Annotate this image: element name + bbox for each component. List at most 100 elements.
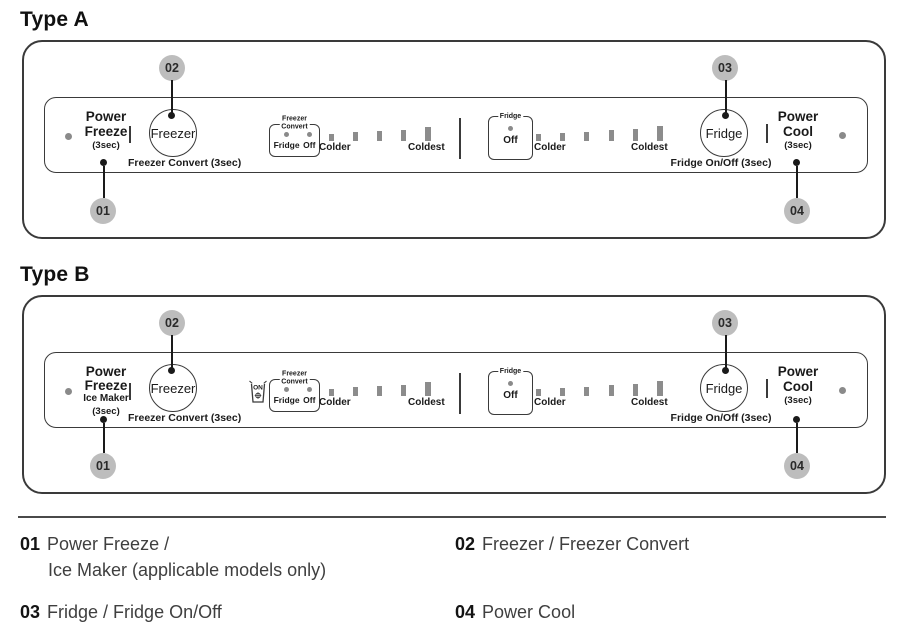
- power-cool-led: [839, 132, 846, 139]
- callout-03: 03: [712, 310, 738, 336]
- legend-text-02: Freezer / Freezer Convert: [482, 534, 690, 554]
- legend-text-03: Fridge / Fridge On/Off: [47, 602, 222, 622]
- fridge-off-option: Off: [489, 117, 532, 146]
- fridge-coldest-label: Coldest: [631, 142, 668, 153]
- option-off-label: Off: [303, 395, 316, 405]
- freezer-convert-label: Freezer Convert (3sec): [128, 157, 242, 169]
- power-freeze-led: [65, 388, 72, 395]
- legend-text-01b: Ice Maker (applicable models only): [48, 560, 327, 580]
- temp-level-bar: [425, 382, 431, 396]
- callout-02: 02: [159, 310, 185, 336]
- type-b-control-panel: Power Freeze Ice Maker (3sec) Freezer Fr…: [44, 352, 868, 428]
- temp-level-bar: [536, 389, 541, 396]
- callout-04: 04: [784, 453, 810, 479]
- legend-num-02: 02: [455, 534, 476, 554]
- callout-01-line: [103, 166, 105, 198]
- legend-item-01: 01 Power Freeze /: [20, 534, 169, 555]
- callout-02-line: [171, 335, 173, 370]
- freezer-colder-label: Colder: [319, 397, 351, 408]
- power-cool-line2: Cool: [783, 379, 813, 394]
- temp-level-bar: [656, 126, 663, 141]
- callout-02-anchor: [168, 367, 175, 374]
- separator-bar: [766, 379, 768, 398]
- temp-level-bar: [329, 389, 334, 396]
- callout-04-line: [796, 166, 798, 198]
- ice-maker-icon: ON: [249, 380, 267, 403]
- power-cool-sec: (3sec): [784, 395, 812, 406]
- freezer-coldest-label: Coldest: [408, 142, 445, 153]
- fridge-off-led: [508, 126, 513, 131]
- power-cool-line1: Power: [777, 364, 819, 379]
- freezer-convert-box: Freezer Convert Fridge Off: [269, 370, 320, 412]
- callout-01: 01: [90, 198, 116, 224]
- power-freeze-led: [65, 133, 72, 140]
- temp-level-bar: [560, 133, 566, 141]
- separator-bar: [129, 126, 131, 143]
- legend-text-01: Power Freeze /: [47, 534, 170, 554]
- type-a-title: Type A: [20, 8, 89, 31]
- callout-03-anchor: [722, 367, 729, 374]
- callout-02-line: [171, 80, 173, 115]
- fridge-colder-label: Colder: [534, 142, 566, 153]
- fridge-off-box: Fridge Off: [488, 112, 533, 160]
- off-mode-led: [306, 132, 312, 137]
- temp-level-bar: [608, 130, 614, 141]
- freezer-convert-box: Freezer Convert Fridge Off: [269, 115, 320, 157]
- freezer-coldest-label: Coldest: [408, 397, 445, 408]
- callout-04: 04: [784, 198, 810, 224]
- legend-line2: Convert: [281, 378, 308, 386]
- fridge-temp-bars: [536, 125, 663, 141]
- fridge-mode-led: [284, 132, 290, 137]
- legend-num-01: 01: [20, 534, 41, 554]
- temp-level-bar: [329, 134, 334, 141]
- option-fridge: Fridge: [274, 132, 300, 150]
- callout-01-anchor: [100, 416, 107, 423]
- power-freeze-label: Power Freeze Ice Maker (3sec): [70, 365, 142, 417]
- callout-02: 02: [159, 55, 185, 81]
- power-freeze-line2: Freeze: [84, 124, 128, 139]
- callout-01: 01: [90, 453, 116, 479]
- temp-level-bar: [425, 127, 431, 141]
- power-cool-line1: Power: [777, 109, 819, 124]
- legend-line1: Freezer: [282, 370, 307, 378]
- callout-04-line: [796, 423, 798, 453]
- type-a-control-panel: Power Freeze (3sec) Freezer Freezer Conv…: [44, 97, 868, 173]
- callout-03-anchor: [722, 112, 729, 119]
- temp-level-bar: [632, 384, 638, 396]
- fridge-temp-bars: [536, 380, 663, 396]
- temp-level-bar: [377, 386, 382, 396]
- fridge-off-led: [508, 381, 513, 386]
- callout-01-line: [103, 423, 105, 453]
- legend-item-02: 02 Freezer / Freezer Convert: [455, 534, 689, 555]
- section-divider: [459, 118, 461, 159]
- temp-level-bar: [584, 132, 590, 141]
- type-b-title: Type B: [20, 263, 90, 286]
- power-freeze-line1: Power: [85, 109, 127, 124]
- option-off: Off: [303, 387, 315, 405]
- legend-line1: Freezer: [282, 115, 307, 123]
- callout-03: 03: [712, 55, 738, 81]
- temp-level-bar: [656, 381, 663, 396]
- temp-level-bar: [353, 132, 358, 141]
- fridge-off-box-legend: Fridge: [497, 112, 524, 121]
- temp-level-bar: [608, 385, 614, 396]
- legend-divider: [18, 516, 886, 518]
- option-off-label: Off: [303, 140, 316, 150]
- option-fridge: Fridge: [274, 387, 300, 405]
- callout-01-anchor: [100, 159, 107, 166]
- freezer-convert-options: Fridge Off: [270, 380, 319, 405]
- separator-bar: [766, 124, 768, 143]
- fridge-onoff-label: Fridge On/Off (3sec): [670, 412, 772, 424]
- callout-04-anchor: [793, 416, 800, 423]
- freezer-convert-box-legend: Freezer Convert: [279, 370, 310, 386]
- option-fridge-label: Fridge: [273, 395, 300, 405]
- temp-level-bar: [353, 387, 358, 396]
- option-fridge-label: Fridge: [273, 140, 300, 150]
- legend-num-04: 04: [455, 602, 476, 622]
- freezer-temp-bars: [329, 380, 431, 396]
- fridge-off-label: Off: [503, 135, 518, 146]
- fridge-off-label: Off: [503, 390, 518, 401]
